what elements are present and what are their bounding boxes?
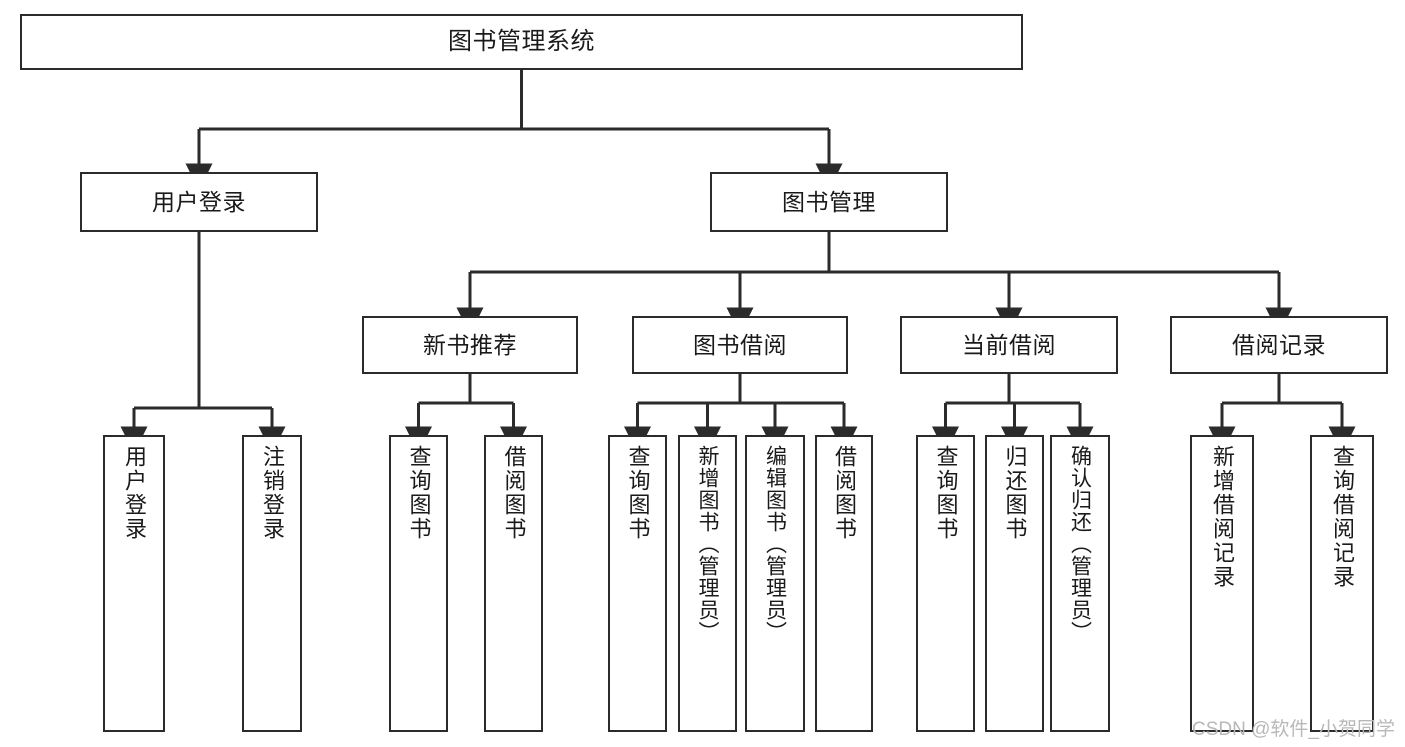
node-leaf-add-book[interactable]: 新增图书（管理员） <box>678 435 737 732</box>
node-label: 用户登录 <box>152 188 246 215</box>
node-label: 编辑图书（管理员） <box>763 445 787 643</box>
node-label: 查询图书 <box>625 445 651 541</box>
node-leaf-query-record[interactable]: 查询借阅记录 <box>1310 435 1374 732</box>
node-user-login[interactable]: 用户登录 <box>80 172 318 232</box>
node-current-borrow[interactable]: 当前借阅 <box>900 316 1118 374</box>
node-label: 注销登录 <box>260 445 285 541</box>
node-leaf-add-record[interactable]: 新增借阅记录 <box>1190 435 1254 732</box>
node-label: 确认归还（管理员） <box>1068 445 1092 643</box>
node-new-book-recommend[interactable]: 新书推荐 <box>362 316 578 374</box>
node-label: 借阅图书 <box>832 445 857 541</box>
node-label: 图书管理系统 <box>448 28 595 56</box>
node-label: 归还图书 <box>1002 445 1028 541</box>
node-book-manage[interactable]: 图书管理 <box>710 172 948 232</box>
node-book-borrow[interactable]: 图书借阅 <box>632 316 848 374</box>
node-label: 当前借阅 <box>962 331 1056 358</box>
node-leaf-borrow-book-1[interactable]: 借阅图书 <box>484 435 543 732</box>
node-label: 新增借阅记录 <box>1210 445 1235 589</box>
watermark: CSDN @软件_小贺同学 <box>1192 719 1395 740</box>
node-label: 图书借阅 <box>693 331 787 358</box>
node-label: 新增图书（管理员） <box>696 445 719 643</box>
node-leaf-logout[interactable]: 注销登录 <box>242 435 302 732</box>
node-leaf-user-login[interactable]: 用户登录 <box>103 435 165 732</box>
node-leaf-query-book-2[interactable]: 查询图书 <box>608 435 667 732</box>
node-label: 查询图书 <box>406 445 432 541</box>
node-leaf-edit-book[interactable]: 编辑图书（管理员） <box>745 435 805 732</box>
node-borrow-record[interactable]: 借阅记录 <box>1170 316 1388 374</box>
node-leaf-borrow-book-2[interactable]: 借阅图书 <box>815 435 873 732</box>
node-label: 查询图书 <box>933 445 959 541</box>
node-root-book-management-system[interactable]: 图书管理系统 <box>20 14 1023 70</box>
node-label: 用户登录 <box>122 445 147 541</box>
node-label: 新书推荐 <box>423 331 517 358</box>
node-leaf-return-book[interactable]: 归还图书 <box>985 435 1044 732</box>
node-label: 图书管理 <box>782 188 876 215</box>
node-leaf-confirm-return[interactable]: 确认归还（管理员） <box>1050 435 1110 732</box>
node-leaf-query-book-3[interactable]: 查询图书 <box>916 435 975 732</box>
connector-group <box>120 70 1356 454</box>
node-label: 借阅图书 <box>501 445 527 541</box>
node-leaf-query-book-1[interactable]: 查询图书 <box>389 435 448 732</box>
node-label: 查询借阅记录 <box>1330 445 1355 589</box>
node-label: 借阅记录 <box>1232 331 1326 358</box>
